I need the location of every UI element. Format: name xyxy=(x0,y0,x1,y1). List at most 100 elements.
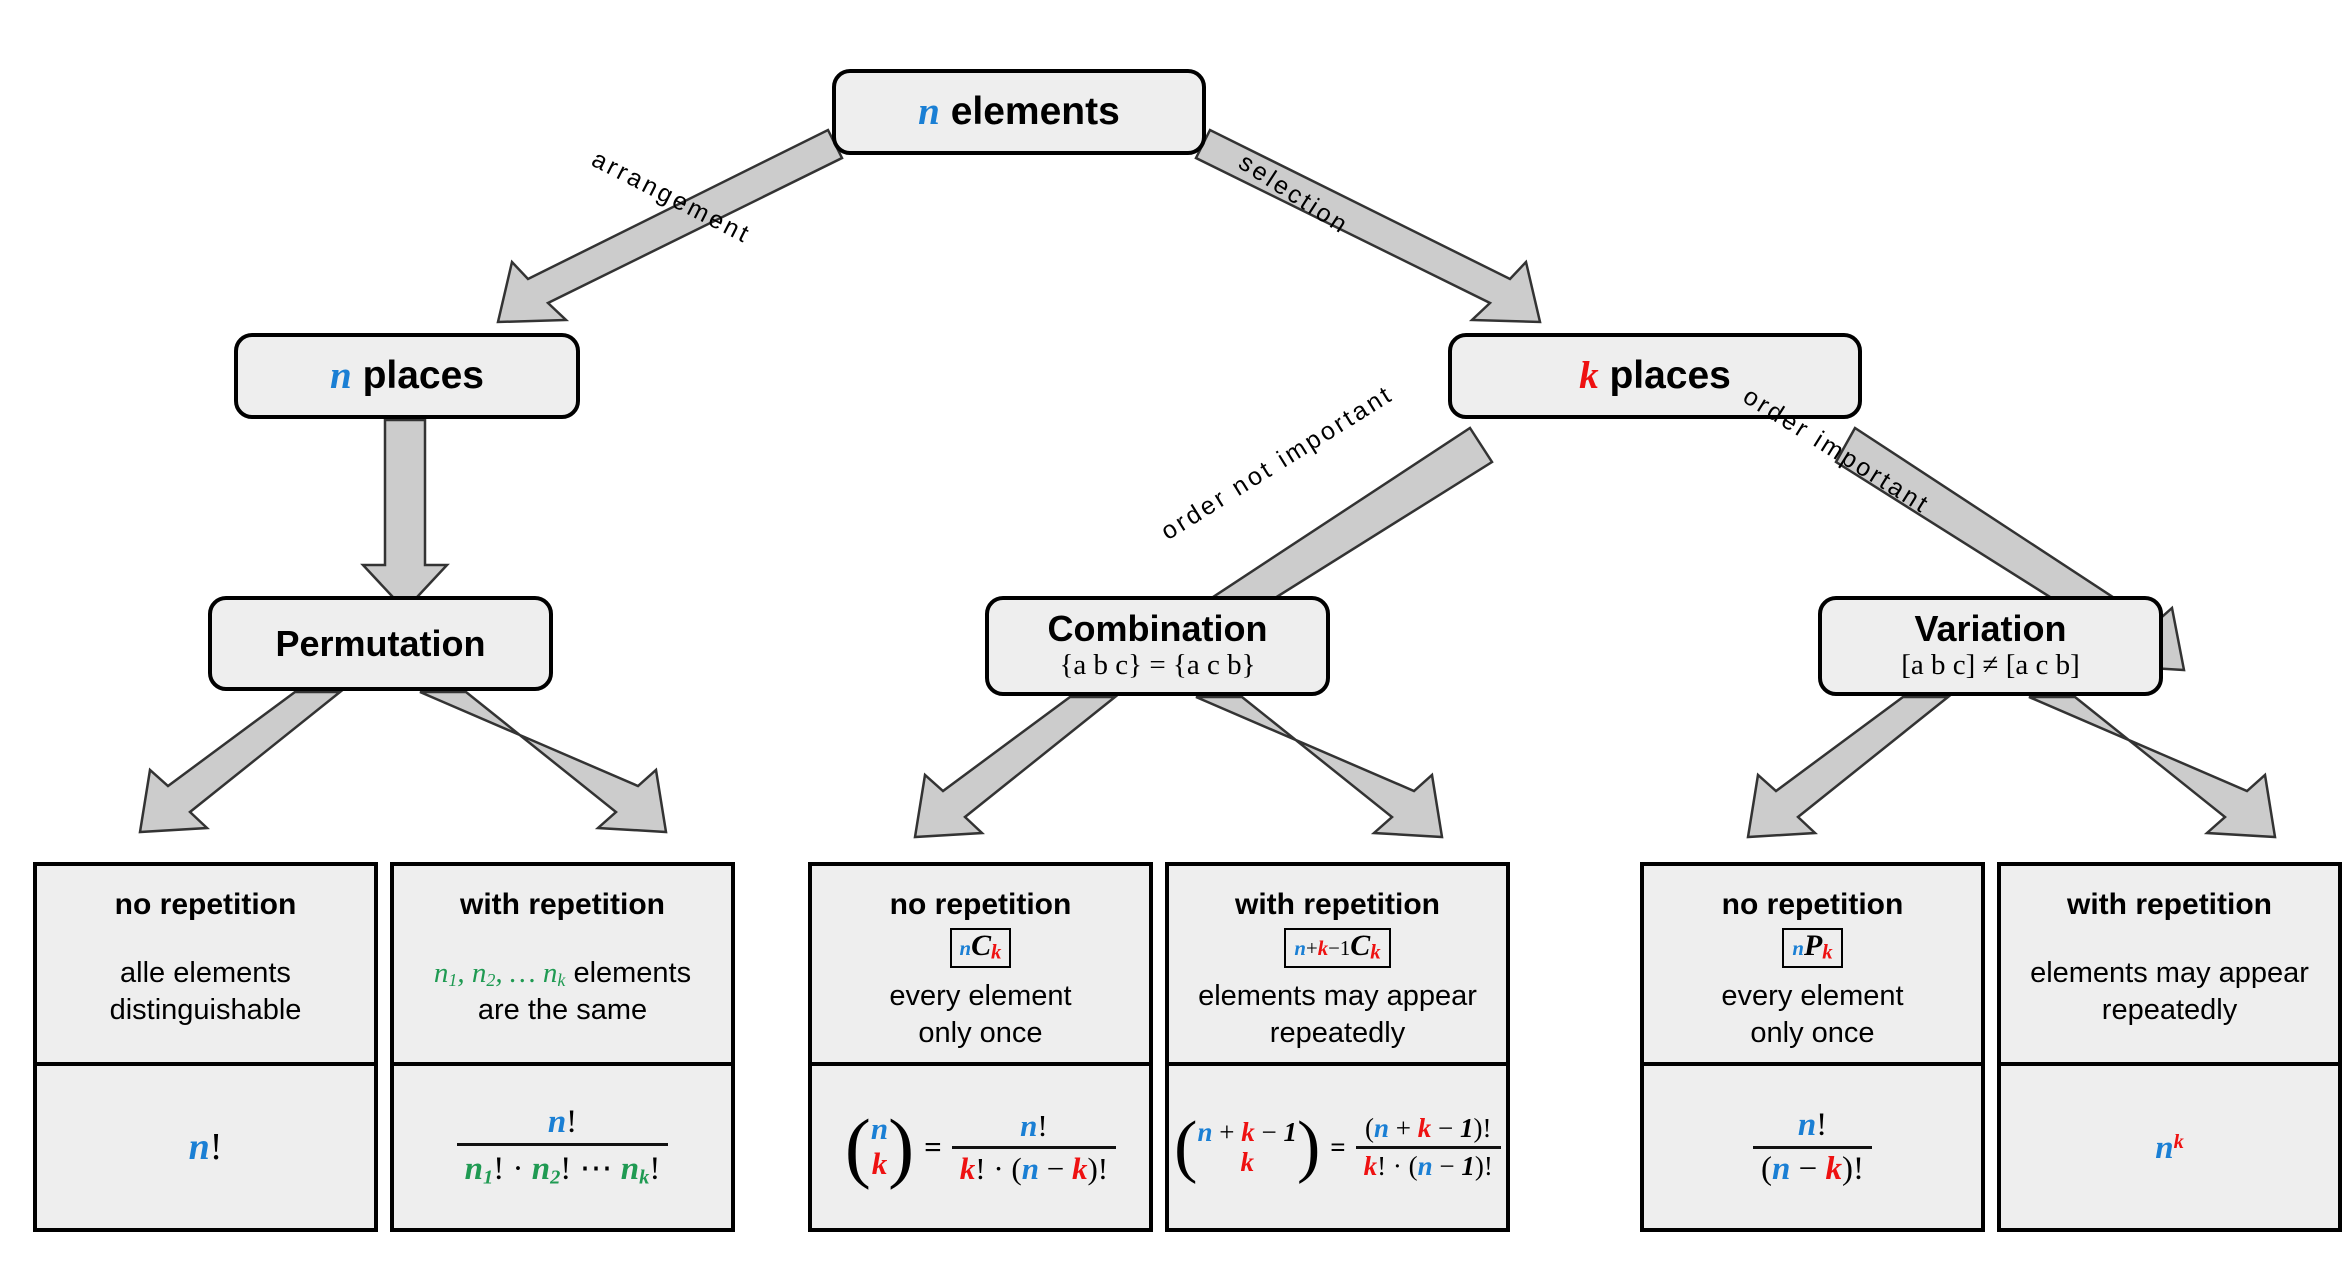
node-variation-title: Variation xyxy=(1914,607,2067,649)
leaf-description: elements may appear repeatedly xyxy=(2024,955,2315,1029)
leaf-notation-nPk: nPk xyxy=(1782,928,1843,968)
node-permutation[interactable]: Permutation xyxy=(208,596,553,691)
leaf-description: every element only once xyxy=(1715,978,1909,1052)
node-n-elements-label: elements xyxy=(950,89,1120,133)
equals-sign: = xyxy=(924,1129,942,1164)
right-paren: ) xyxy=(1296,1107,1321,1185)
formula-multiset-permutation: n! n1! · n2! ⋯ nk! xyxy=(456,1104,669,1190)
binomial-bottom: k xyxy=(871,1146,888,1181)
leaf-description: alle elements distinguishable xyxy=(104,955,308,1029)
leaf-desc-line-1: elements may appear xyxy=(1198,979,1477,1012)
leaf-variation-no-repetition[interactable]: no repetition nPk every element only onc… xyxy=(1640,862,1985,1232)
arrow-permutation-no-repetition xyxy=(138,690,344,834)
fraction-numerator: n! xyxy=(547,1104,578,1141)
arrow-arrangement xyxy=(496,128,844,324)
leaf-desc-line-2: distinguishable xyxy=(109,994,302,1026)
formula-multiset-coefficient: ( n + k − 1 k ) = (n + k − 1)! k! · (n −… xyxy=(1174,1107,1501,1185)
fraction-denominator: k! · (n − k)! xyxy=(951,1145,1117,1187)
leaf-top-cell: no repetition nPk every element only onc… xyxy=(1644,866,1981,1066)
node-combination[interactable]: Combination {a b c} = {a c b} xyxy=(985,596,1330,696)
leaf-description: n1, n2, … nk elements are the same xyxy=(428,955,697,1029)
binomial-n-plus-k-minus-1-choose-k: ( n + k − 1 k ) xyxy=(1174,1107,1321,1185)
node-n-places-label: places xyxy=(362,353,484,397)
node-n-elements[interactable]: n elements xyxy=(832,69,1206,155)
left-paren: ( xyxy=(1174,1107,1198,1185)
leaf-formula-cell: n! (n − k)! xyxy=(1644,1066,1981,1228)
leaf-desc-line-2: are the same xyxy=(477,994,648,1026)
node-variation[interactable]: Variation [a b c] ≠ [a c b] xyxy=(1818,596,2163,696)
node-k-places-title: k places xyxy=(1579,353,1731,397)
binomial-top: n + k − 1 xyxy=(1197,1116,1297,1147)
arrow-permutation-with-repetition xyxy=(419,690,668,834)
node-variation-subtitle: [a b c] ≠ [a c b] xyxy=(1901,648,2080,681)
leaf-desc-word: elements xyxy=(573,956,692,989)
formula-falling-factorial: n! (n − k)! xyxy=(1753,1107,1872,1188)
fraction-denominator: n1! · n2! ⋯ nk! xyxy=(456,1143,669,1190)
equals-sign: = xyxy=(1330,1131,1346,1162)
leaf-heading: with repetition xyxy=(460,888,665,921)
arrow-nplaces-permutation xyxy=(360,418,450,612)
leaf-combination-with-repetition[interactable]: with repetition n+k−1Ck elements may app… xyxy=(1165,862,1510,1232)
leaf-heading: with repetition xyxy=(2067,888,2272,921)
leaf-permutation-with-repetition[interactable]: with repetition n1, n2, … nk elements ar… xyxy=(390,862,735,1232)
leaf-desc-line-2: repeatedly xyxy=(1269,1016,1406,1049)
node-n-places-title: n places xyxy=(330,353,484,397)
fraction-numerator: n! xyxy=(1020,1107,1048,1143)
leaf-formula-cell: n! xyxy=(37,1066,374,1228)
leaf-formula-cell: nk xyxy=(2001,1066,2338,1228)
fraction: (n + k − 1)! k! · (n − 1)! xyxy=(1355,1112,1501,1182)
leaf-notation-nk1Ck: n+k−1Ck xyxy=(1284,928,1391,968)
arrow-combination-no-repetition xyxy=(913,695,1119,839)
node-n-places[interactable]: n places xyxy=(234,333,580,419)
leaf-combination-no-repetition[interactable]: no repetition nCk every element only onc… xyxy=(808,862,1153,1232)
fraction-numerator: (n + k − 1)! xyxy=(1365,1112,1492,1143)
node-n-elements-title: n elements xyxy=(918,89,1120,133)
variables-n-subscripted: n1, n2, … nk xyxy=(433,956,566,990)
leaf-desc-line-1: every element xyxy=(889,979,1072,1012)
node-permutation-title: Permutation xyxy=(275,622,486,664)
leaf-heading: with repetition xyxy=(1235,888,1440,921)
arrow-selection xyxy=(1194,128,1542,324)
leaf-top-cell: no repetition nCk every element only onc… xyxy=(812,866,1149,1066)
leaf-heading: no repetition xyxy=(889,888,1072,921)
fraction-denominator: (n − k)! xyxy=(1753,1145,1872,1188)
leaf-top-cell: no repetition alle elements distinguisha… xyxy=(37,866,374,1066)
leaf-desc-line-2: repeatedly xyxy=(2101,994,2238,1026)
binomial-bottom: k xyxy=(1240,1147,1254,1177)
leaf-formula-cell: ( n + k − 1 k ) = (n + k − 1)! k! · (n −… xyxy=(1169,1066,1506,1228)
binomial-top: n xyxy=(870,1111,889,1147)
leaf-formula-cell: n! n1! · n2! ⋯ nk! xyxy=(394,1066,731,1228)
leaf-desc-line-2: only once xyxy=(918,1016,1043,1049)
left-paren: ( xyxy=(844,1102,871,1190)
variable-n: n xyxy=(918,89,940,133)
leaf-top-cell: with repetition n+k−1Ck elements may app… xyxy=(1169,866,1506,1066)
leaf-formula-cell: ( n k ) = n! k! · (n − k)! xyxy=(812,1066,1149,1228)
leaf-desc-line-1: every element xyxy=(1721,979,1904,1012)
leaf-permutation-no-repetition[interactable]: no repetition alle elements distinguisha… xyxy=(33,862,378,1232)
fraction: n! k! · (n − k)! xyxy=(951,1107,1117,1187)
leaf-description: elements may appear repeatedly xyxy=(1192,978,1483,1052)
arrow-combination-with-repetition xyxy=(1195,695,1444,839)
formula-n-factorial: n! xyxy=(188,1126,223,1168)
leaf-variation-with-repetition[interactable]: with repetition elements may appear repe… xyxy=(1997,862,2342,1232)
leaf-heading: no repetition xyxy=(1721,888,1904,921)
leaf-top-cell: with repetition elements may appear repe… xyxy=(2001,866,2338,1066)
binomial-n-choose-k: ( n k ) xyxy=(844,1102,915,1190)
leaf-top-cell: with repetition n1, n2, … nk elements ar… xyxy=(394,866,731,1066)
binomial-stack: n k xyxy=(871,1112,888,1181)
leaf-notation-nCk: nCk xyxy=(949,928,1012,968)
node-k-places-label: places xyxy=(1609,353,1731,397)
formula-n-to-the-k: nk xyxy=(2155,1129,2184,1166)
fraction-numerator: n! xyxy=(1797,1106,1828,1143)
right-paren: ) xyxy=(888,1102,915,1190)
arrow-variation-with-repetition xyxy=(2028,695,2277,839)
binomial-stack: n + k − 1 k xyxy=(1197,1117,1297,1177)
leaf-description: every element only once xyxy=(883,978,1077,1052)
node-k-places[interactable]: k places xyxy=(1448,333,1862,419)
node-combination-title: Combination xyxy=(1047,607,1268,649)
variable-k: k xyxy=(1579,353,1599,397)
leaf-desc-line-2: only once xyxy=(1750,1016,1875,1049)
node-combination-subtitle: {a b c} = {a c b} xyxy=(1059,648,1256,681)
leaf-heading: no repetition xyxy=(114,888,297,921)
